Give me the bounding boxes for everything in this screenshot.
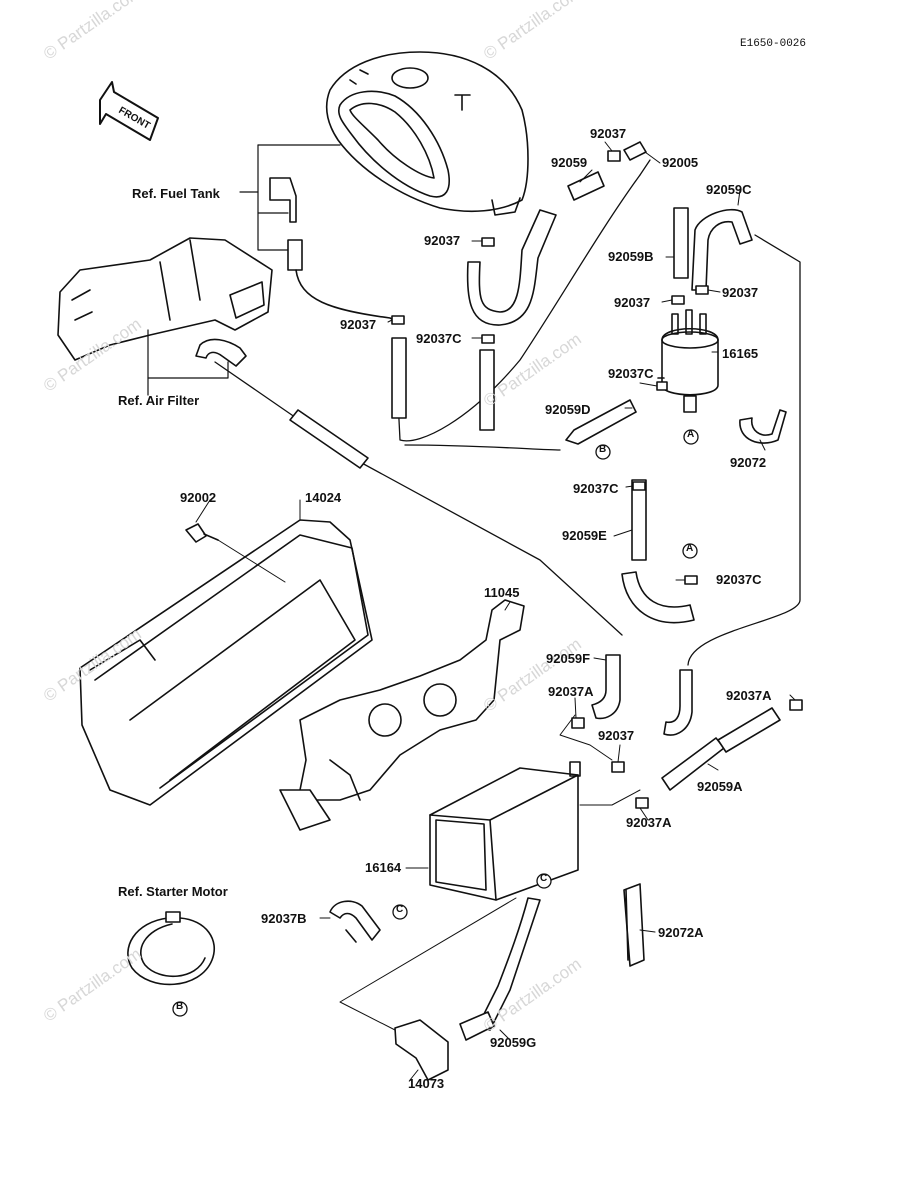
part-label-92059f[interactable]: 92059F	[546, 651, 591, 666]
part-label-92037c[interactable]: 92037C	[573, 481, 619, 496]
part-label-92002[interactable]: 92002	[180, 490, 217, 505]
clamp-92072-icon	[739, 409, 787, 444]
part-label-92037[interactable]: 92037	[340, 317, 377, 332]
part-label-92037a[interactable]: 92037A	[548, 684, 594, 699]
ref-fuel-tank-label: Ref. Fuel Tank	[132, 186, 220, 201]
part-label-92059d[interactable]: 92059D	[545, 402, 591, 417]
clamp-92072a-icon	[623, 883, 645, 967]
fuel-filter-icon	[657, 309, 719, 413]
marker-c-letter: C	[396, 904, 404, 915]
part-label-92037c[interactable]: 92037C	[716, 572, 762, 587]
hose-lines	[214, 159, 801, 666]
part-label-92059g[interactable]: 92059G	[490, 1035, 537, 1050]
diagram-code: E1650-0026	[740, 38, 807, 50]
tank-fittings	[269, 177, 399, 323]
clamp-92037b-icon	[329, 900, 381, 943]
part-label-92037[interactable]: 92037	[614, 295, 651, 310]
circle-markers	[172, 429, 699, 1017]
part-label-92037[interactable]: 92037	[424, 233, 461, 248]
ref-starter-motor-label: Ref. Starter Motor	[118, 884, 228, 899]
part-label-92037b[interactable]: 92037B	[261, 911, 307, 926]
part-label-92059e[interactable]: 92059E	[562, 528, 607, 543]
fuel-tank-icon	[325, 51, 529, 216]
part-label-16164[interactable]: 16164	[365, 860, 402, 875]
part-label-92037c[interactable]: 92037C	[608, 366, 654, 381]
marker-b-letter: B	[176, 1001, 184, 1012]
part-label-92037[interactable]: 92037	[722, 285, 759, 300]
air-filter-icon	[57, 237, 273, 361]
part-label-92059c[interactable]: 92059C	[706, 182, 752, 197]
pipe-92037-tank	[391, 207, 689, 561]
part-label-14024[interactable]: 14024	[305, 490, 342, 505]
marker-b-letter: B	[599, 444, 607, 455]
part-label-92072a[interactable]: 92072A	[658, 925, 704, 940]
part-label-92059a[interactable]: 92059A	[697, 779, 743, 794]
part-label-92059[interactable]: 92059	[551, 155, 588, 170]
part-label-14073[interactable]: 14073	[408, 1076, 445, 1091]
part-label-92005[interactable]: 92005	[662, 155, 699, 170]
elbow-14073-icon	[394, 1019, 449, 1081]
part-label-92037a[interactable]: 92037A	[726, 688, 772, 703]
hose-92059g-icon	[459, 897, 541, 1041]
curved-hoses	[195, 208, 753, 736]
part-label-92059b[interactable]: 92059B	[608, 249, 654, 264]
clip-icons	[391, 141, 803, 809]
part-label-92072[interactable]: 92072	[730, 455, 767, 470]
front-arrow-icon: FRONT	[99, 81, 159, 141]
part-label-92037a[interactable]: 92037A	[626, 815, 672, 830]
ref-air-filter-label: Ref. Air Filter	[118, 393, 200, 408]
part-label-92037c[interactable]: 92037C	[416, 331, 462, 346]
bracket-11045-icon	[279, 599, 525, 831]
part-label-16165[interactable]: 16165	[722, 346, 759, 361]
canister-16164-icon	[429, 761, 581, 901]
side-cover-icon	[79, 519, 373, 806]
marker-a-letter: A	[686, 543, 694, 554]
part-label-92037[interactable]: 92037	[590, 126, 627, 141]
starter-band-icon	[127, 911, 215, 986]
straight-hoses	[289, 171, 781, 791]
marker-c-letter: C	[540, 873, 548, 884]
part-label-11045[interactable]: 11045	[484, 585, 520, 600]
leader-lines	[195, 141, 796, 1081]
part-label-92037[interactable]: 92037	[598, 728, 635, 743]
bolt-92002-icon	[185, 523, 286, 583]
marker-a-letter: A	[687, 429, 695, 440]
ref-leader-lines	[147, 144, 341, 396]
